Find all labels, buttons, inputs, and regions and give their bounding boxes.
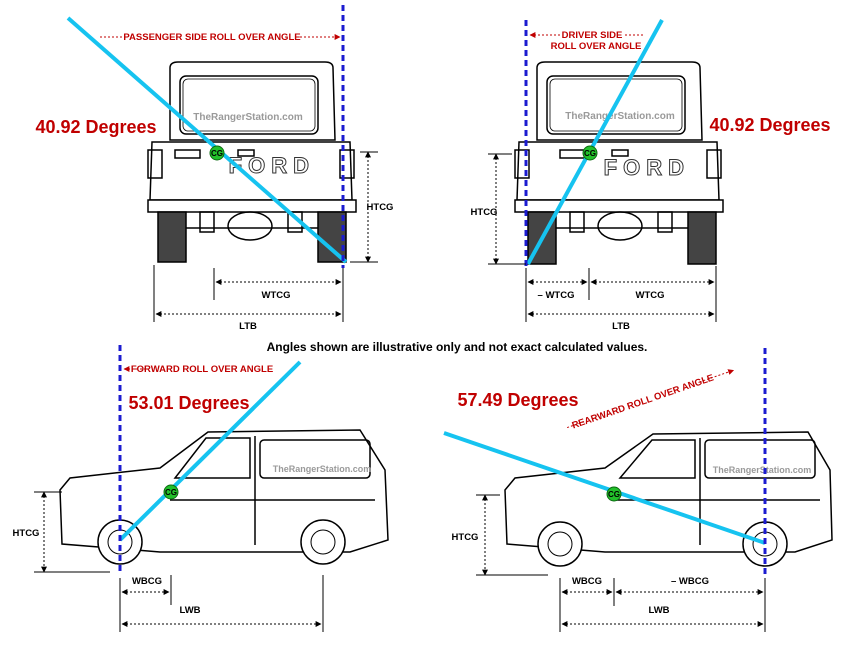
disclaimer-note: Angles shown are illustrative only and n… [267, 340, 648, 354]
driver-degrees: 40.92 Degrees [709, 115, 830, 135]
minus-wbcg-label: – WBCG [671, 576, 709, 587]
wtcg-label: WTCG [261, 290, 290, 301]
htcg-label: HTCG [471, 207, 498, 218]
watermark: TheRangerStation.com [565, 111, 675, 122]
wbcg-label: WBCG [132, 576, 162, 587]
wtcg-label: WTCG [635, 290, 664, 301]
cg-marker [163, 484, 179, 500]
rearward-panel: TheRangerStation.com CG REARWARD ROLL OV… [443, 348, 833, 632]
truck-side-view-left [59, 429, 389, 565]
wbcg-label: WBCG [572, 576, 602, 587]
minus-wtcg-label: – WTCG [538, 290, 575, 301]
cg-label: CG [165, 488, 177, 497]
driver-title-line1: DRIVER SIDE [562, 30, 623, 41]
rollover-line [526, 19, 664, 265]
watermark: TheRangerStation.com [273, 464, 372, 474]
htcg-label: HTCG [13, 528, 40, 539]
ltb-label: LTB [612, 321, 630, 332]
lwb-label: LWB [648, 605, 669, 616]
htcg-label: HTCG [367, 202, 394, 213]
driver-panel: FORD TheRangerStation.com CG DRIVER SIDE… [471, 19, 831, 332]
rearward-degrees: 57.49 Degrees [457, 390, 578, 410]
rollover-line [66, 16, 348, 264]
cg-label: CG [211, 149, 223, 158]
rollover-line [118, 360, 302, 542]
watermark: TheRangerStation.com [193, 112, 303, 123]
forward-title: FORWARD ROLL OVER ANGLE [131, 364, 273, 375]
passenger-degrees: 40.92 Degrees [35, 117, 156, 137]
cg-marker [582, 145, 598, 161]
rearward-title: REARWARD ROLL OVER ANGLE [571, 373, 716, 432]
cg-marker [209, 145, 225, 161]
htcg-label: HTCG [452, 532, 479, 543]
brand-lettering: FORD [229, 153, 315, 178]
passenger-title: PASSENGER SIDE ROLL OVER ANGLE [123, 32, 300, 43]
rollover-line [443, 431, 766, 545]
forward-degrees: 53.01 Degrees [128, 393, 249, 413]
watermark: TheRangerStation.com [713, 465, 812, 475]
truck-rear-view-left [147, 61, 357, 263]
driver-title-line2: ROLL OVER ANGLE [551, 41, 642, 52]
passenger-panel: FORD TheRangerStation.com CG PASSENGER S… [35, 5, 393, 332]
truck-side-view-right [504, 431, 833, 567]
cg-label: CG [584, 149, 596, 158]
cg-label: CG [608, 490, 620, 499]
lwb-label: LWB [179, 605, 200, 616]
forward-panel: TheRangerStation.com CG FORWARD ROLL OVE… [13, 345, 389, 632]
brand-lettering: FORD [604, 155, 690, 180]
ltb-label: LTB [239, 321, 257, 332]
cg-marker [606, 486, 622, 502]
